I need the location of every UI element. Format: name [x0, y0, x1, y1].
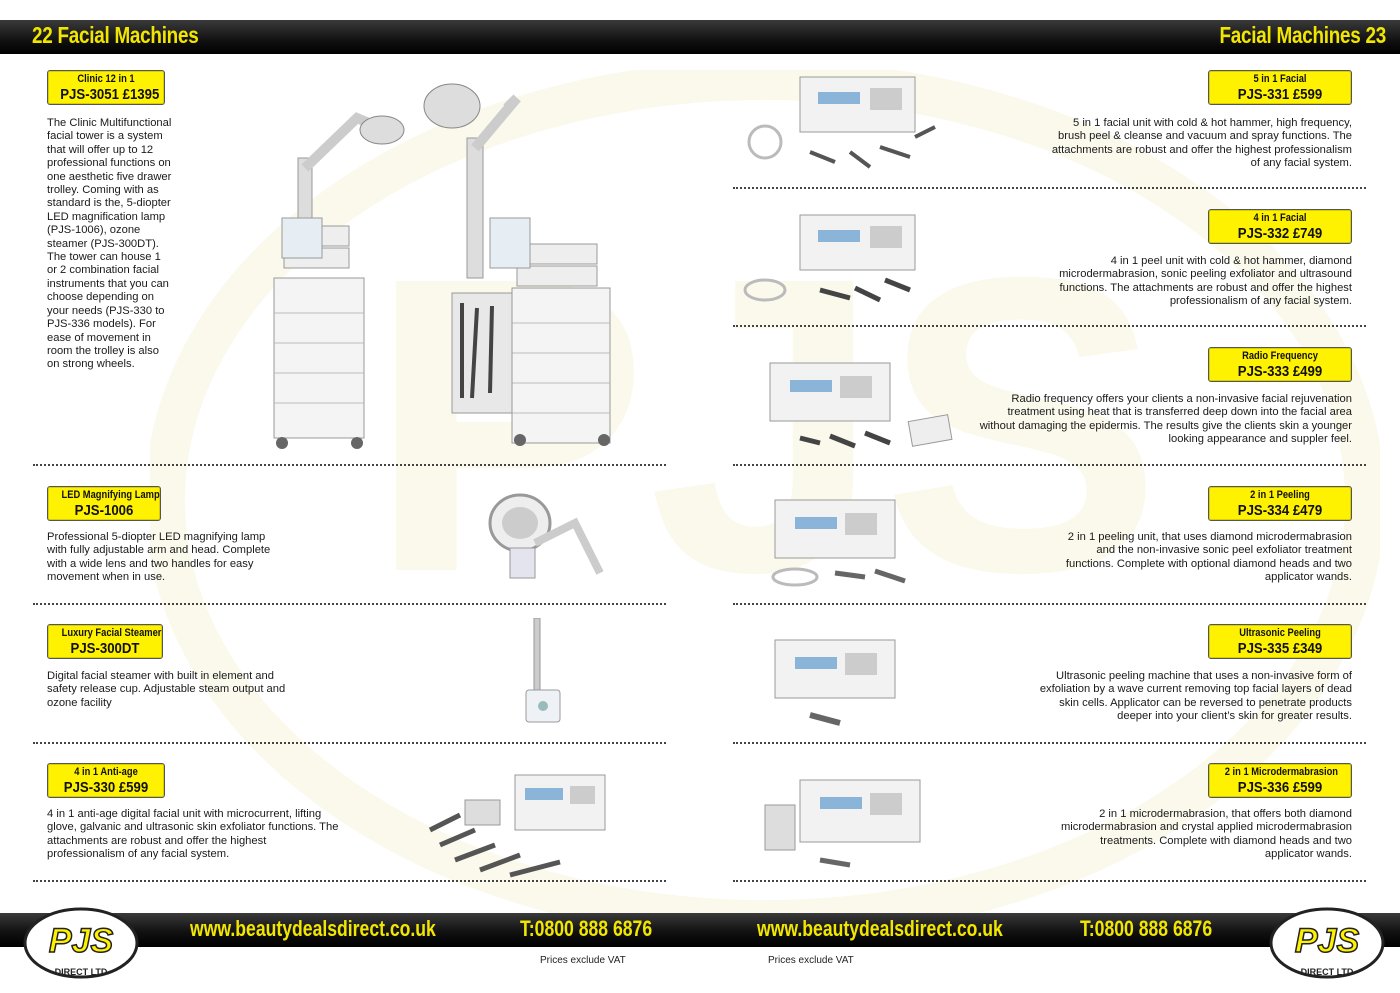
- product-description-336: 2 in 1 microdermabrasion, that offers bo…: [1060, 808, 1352, 861]
- section-divider: [33, 742, 666, 744]
- unit-336-image: [764, 779, 921, 868]
- section-divider: [733, 325, 1366, 327]
- product-description-steamer: Digital facial steamer with built in ele…: [47, 670, 286, 709]
- unit-332-image: [743, 214, 916, 303]
- unit-335-image: [774, 639, 896, 726]
- product-description-335: Ultrasonic peeling machine that uses a n…: [1039, 670, 1352, 723]
- product-tag-332: 4 in 1 Facial PJS-332 £749: [1208, 209, 1352, 244]
- product-tag-335: Ultrasonic Peeling PJS-335 £349: [1208, 624, 1352, 659]
- product-code: PJS-332 £749: [1237, 225, 1323, 242]
- pjs-logo-right: PJS DIRECT LTD: [1269, 907, 1385, 979]
- svg-text:PJS: PJS: [49, 922, 114, 960]
- section-divider: [33, 464, 666, 466]
- svg-text:PJS: PJS: [1295, 922, 1360, 960]
- product-description-led-lamp: Professional 5-diopter LED magnifying la…: [47, 531, 271, 584]
- svg-text:DIRECT LTD: DIRECT LTD: [55, 967, 108, 977]
- product-name: 5 in 1 Facial: [1253, 73, 1307, 85]
- product-description-332: 4 in 1 peel unit with cold & hot hammer,…: [1059, 255, 1352, 308]
- clinic-tower-image: [273, 83, 611, 449]
- led-lamp-image: [488, 493, 604, 579]
- product-code: PJS-334 £479: [1237, 502, 1323, 519]
- footer-bar: www.beautydealsdirect.co.uk T:0800 888 6…: [0, 913, 1400, 947]
- product-code: PJS-1006: [74, 502, 134, 519]
- unit-334-image: [771, 499, 906, 587]
- product-description-333: Radio frequency offers your clients a no…: [979, 393, 1352, 446]
- product-tag-led-lamp: LED Magnifying Lamp PJS-1006: [47, 486, 161, 521]
- svg-text:DIRECT LTD: DIRECT LTD: [1301, 967, 1354, 977]
- product-name: Radio Frequency: [1242, 350, 1318, 362]
- product-name: 2 in 1 Microdermabrasion: [1224, 766, 1339, 778]
- page-title-left: 22 Facial Machines: [32, 22, 199, 48]
- product-name: Clinic 12 in 1: [77, 73, 135, 85]
- product-description-331: 5 in 1 facial unit with cold & hot hamme…: [1051, 117, 1352, 170]
- section-divider: [733, 880, 1366, 882]
- phone-left: T:0800 888 6876: [520, 916, 653, 941]
- product-tag-336: 2 in 1 Microdermabrasion PJS-336 £599: [1208, 763, 1352, 798]
- section-divider: [733, 603, 1366, 605]
- product-description-antiage: 4 in 1 anti-age digital facial unit with…: [47, 808, 339, 861]
- website-link-left[interactable]: www.beautydealsdirect.co.uk: [190, 916, 436, 941]
- section-divider: [733, 464, 1366, 466]
- product-code: PJS-336 £599: [1237, 779, 1323, 796]
- product-tag-331: 5 in 1 Facial PJS-331 £599: [1208, 70, 1352, 105]
- section-divider: [33, 880, 666, 882]
- header-bar: 22 Facial Machines Facial Machines 23: [0, 20, 1400, 54]
- antiage-unit-image: [428, 774, 606, 878]
- product-code: PJS-330 £599: [63, 779, 149, 796]
- unit-331-image: [747, 76, 936, 169]
- product-code: PJS-335 £349: [1237, 640, 1323, 657]
- product-description-clinic: The Clinic Multifunctional facial tower …: [47, 117, 172, 371]
- pjs-logo-left: PJS DIRECT LTD: [23, 907, 139, 979]
- section-divider: [33, 603, 666, 605]
- product-code: PJS-331 £599: [1237, 86, 1323, 103]
- product-tag-333: Radio Frequency PJS-333 £499: [1208, 347, 1352, 382]
- product-name: Ultrasonic Peeling: [1239, 627, 1321, 639]
- steamer-image: [525, 618, 561, 723]
- vat-note-right: Prices exclude VAT: [768, 955, 854, 966]
- product-name: Luxury Facial Steamer: [61, 627, 162, 639]
- product-tag-334: 2 in 1 Peeling PJS-334 £479: [1208, 486, 1352, 521]
- product-name: 2 in 1 Peeling: [1250, 489, 1310, 501]
- page-title-right: Facial Machines 23: [1219, 22, 1387, 48]
- section-divider: [733, 742, 1366, 744]
- phone-right: T:0800 888 6876: [1080, 916, 1213, 941]
- section-divider: [733, 187, 1366, 189]
- vat-note-left: Prices exclude VAT: [540, 955, 626, 966]
- product-tag-antiage: 4 in 1 Anti-age PJS-330 £599: [47, 763, 165, 798]
- website-link-right[interactable]: www.beautydealsdirect.co.uk: [757, 916, 1003, 941]
- product-name: 4 in 1 Facial: [1253, 212, 1307, 224]
- unit-333-image: [769, 362, 953, 449]
- product-code: PJS-3051 £1395: [60, 86, 160, 103]
- product-code: PJS-333 £499: [1237, 363, 1323, 380]
- product-tag-clinic: Clinic 12 in 1 PJS-3051 £1395: [47, 70, 165, 105]
- product-tag-steamer: Luxury Facial Steamer PJS-300DT: [47, 624, 163, 659]
- product-name: LED Magnifying Lamp: [61, 489, 160, 501]
- product-code: PJS-300DT: [70, 640, 140, 657]
- product-description-334: 2 in 1 peeling unit, that uses diamond m…: [1065, 531, 1352, 584]
- product-name: 4 in 1 Anti-age: [74, 766, 138, 778]
